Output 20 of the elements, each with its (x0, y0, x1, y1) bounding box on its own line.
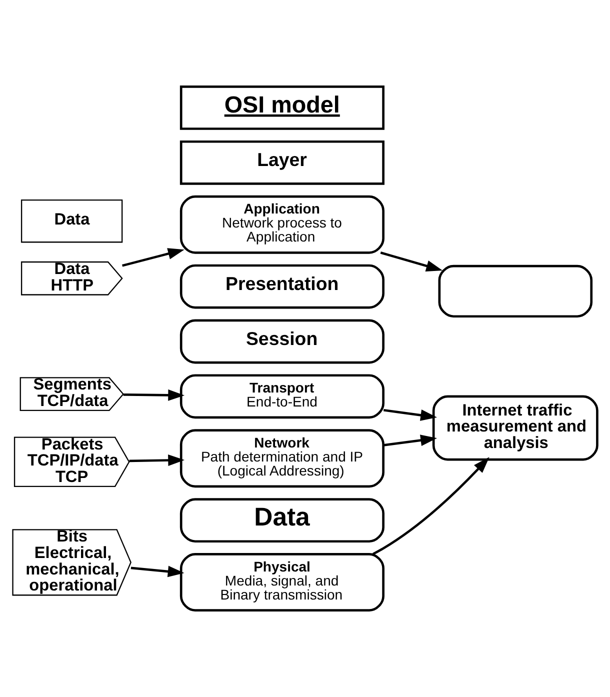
node-box: Physical Media, signal, and Binary transmission (180, 553, 384, 612)
node-box: OSI model (180, 86, 384, 130)
node-box: Presentation (180, 264, 384, 309)
node-box: Session (180, 319, 384, 364)
arrow (383, 408, 438, 421)
node-box (438, 264, 593, 318)
arrow (380, 252, 443, 272)
node-box: Transport End-to-End (180, 374, 384, 419)
node-box: Application Network process to Application (180, 195, 384, 254)
node-box: Data (180, 498, 384, 543)
arrow (129, 454, 185, 466)
node-box: Network Path determination and IP (Logical Addressing) (180, 429, 384, 488)
node-box: Data (20, 199, 123, 243)
arrow (130, 566, 184, 578)
arrow (383, 434, 438, 446)
arrow (122, 248, 184, 267)
arrow (123, 389, 185, 401)
arrow (372, 457, 490, 556)
node-box: Internet traffic measurement and analysis (432, 395, 598, 461)
node-box: Layer (180, 140, 384, 185)
